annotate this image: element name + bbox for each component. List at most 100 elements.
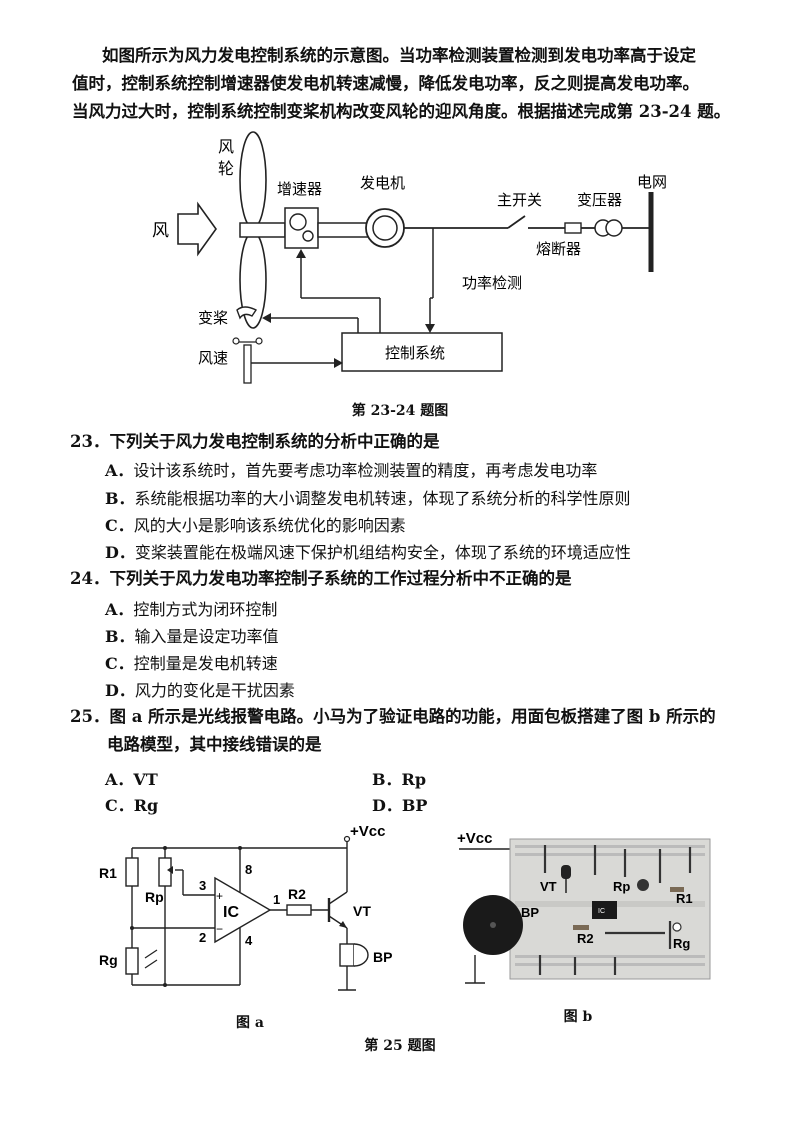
gearbox-arrow-icon xyxy=(296,249,306,258)
wind-wheel-shaft xyxy=(239,222,286,238)
potentiometer-rp-b xyxy=(637,879,649,891)
q23-option-a-text: 设计该系统时，首先要考虑功率检测装置的精度，再考虑发电功率 xyxy=(133,461,598,480)
q25-stem-line-1: 25．图 a 所示是光线报警电路。小马为了验证电路的功能，用面包板搭建了图 b … xyxy=(70,707,716,726)
r1-label-b: R1 xyxy=(676,891,693,906)
q23-option-d[interactable]: D．变桨装置能在极端风速下保护机组结构安全，体现了系统的环境适应性 xyxy=(105,539,631,563)
resistor-r2-b xyxy=(573,925,589,930)
rp-label-b: Rp xyxy=(613,879,630,894)
q25-option-b-letter: B． xyxy=(372,770,402,789)
vcc-label-b: +Vcc xyxy=(457,830,492,847)
plus-label: + xyxy=(216,889,223,903)
transformer-coil-right xyxy=(605,219,623,237)
q25-option-d-letter: D． xyxy=(372,796,402,815)
q23-option-b[interactable]: B．系统能根据功率的大小调整发电机转速，体现了系统分析的科学性原则 xyxy=(105,485,631,509)
wind-power-diagram: 风 风 轮 增速器 发电机 主开关 熔断器 变压器 电网 功率检测 控制系统 变… xyxy=(152,131,667,384)
buzzer-body xyxy=(339,943,355,967)
vt-label-b: VT xyxy=(540,879,557,894)
pin1-label: 1 xyxy=(273,892,280,907)
r2-label-b: R2 xyxy=(577,931,594,946)
wind-blade-upper xyxy=(239,131,267,229)
control-system-box xyxy=(341,332,503,372)
fuse-box xyxy=(564,222,582,234)
q23-option-b-letter: B． xyxy=(105,489,135,508)
gearbox-label: 增速器 xyxy=(277,181,322,198)
q24-option-d-letter: D． xyxy=(105,681,135,700)
q23-option-c-letter: C． xyxy=(105,516,134,535)
gearbox-gear-small-icon xyxy=(302,230,314,242)
r2-label: R2 xyxy=(288,886,306,902)
q24-option-d-text: 风力的变化是干扰因素 xyxy=(134,681,295,700)
generator-label: 发电机 xyxy=(360,175,405,192)
q23-stem: 23．下列关于风力发电控制系统的分析中正确的是 xyxy=(70,432,440,451)
main-switch-blade xyxy=(507,215,526,229)
q23-option-c[interactable]: C．风的大小是影响该系统优化的影响因素 xyxy=(105,512,406,536)
q23-option-c-text: 风的大小是影响该系统优化的影响因素 xyxy=(133,516,406,535)
q23-option-a[interactable]: A．设计该系统时，首先要考虑功率检测装置的精度，再考虑发电功率 xyxy=(105,457,597,481)
q24-option-a[interactable]: A．控制方式为闭环控制 xyxy=(105,596,277,620)
q25-stem-line-2: 电路模型，其中接线错误的是 xyxy=(107,735,322,754)
wind-wheel-label-1: 风 xyxy=(218,139,234,156)
q24-stem: 24．下列关于风力发电功率控制子系统的工作过程分析中不正确的是 xyxy=(70,569,572,588)
resistor-r1-b xyxy=(670,887,684,892)
rg-label-b: Rg xyxy=(673,936,690,951)
q25-option-b[interactable]: B．Rp xyxy=(372,766,426,790)
q25-option-d[interactable]: D．BP xyxy=(372,792,427,816)
q24-option-d[interactable]: D．风力的变化是干扰因素 xyxy=(105,677,295,701)
intro-paragraph: 如图所示为风力发电控制系统的示意图。当功率检测装置检测到发电功率高于设定 值时，… xyxy=(72,42,752,126)
bp-label-b: BP xyxy=(521,905,539,920)
q25-option-c-letter: C． xyxy=(105,796,134,815)
anemometer-pole xyxy=(243,344,252,384)
emitter-arrow-icon xyxy=(339,921,347,928)
q24-option-a-letter: A． xyxy=(105,600,134,619)
q23-option-d-text: 变桨装置能在极端风速下保护机组结构安全，体现了系统的环境适应性 xyxy=(134,543,631,562)
rg-resistor xyxy=(125,947,139,975)
transistor-collector xyxy=(328,891,348,905)
figure-b-caption: 图 b xyxy=(563,1009,593,1025)
ic-label: IC xyxy=(223,904,239,921)
circuit-schematic-a: +Vcc R1 Rp Rg IC 3 8 2 4 1 + − R2 VT BP xyxy=(99,823,392,991)
q24-option-b[interactable]: B．输入量是设定功率值 xyxy=(105,623,279,647)
buzzer-horn xyxy=(353,943,369,967)
figure-a-caption: 图 a xyxy=(236,1015,264,1031)
q25-option-c[interactable]: C．Rg xyxy=(105,792,158,816)
junction-dot-3 xyxy=(130,926,134,930)
fuse-label: 熔断器 xyxy=(536,241,581,258)
gearbox-gear-large-icon xyxy=(289,213,307,231)
rp-resistor xyxy=(158,857,172,887)
q23-option-b-text: 系统能根据功率的大小调整发电机转速，体现了系统分析的科学性原则 xyxy=(134,489,631,508)
bp-label: BP xyxy=(373,949,392,965)
r2-resistor xyxy=(286,904,312,916)
control-system-label: 控制系统 xyxy=(385,345,445,362)
pin4-label: 4 xyxy=(245,933,253,948)
q25-option-a-letter: A． xyxy=(105,770,134,789)
q24-option-b-text: 输入量是设定功率值 xyxy=(134,627,279,646)
wind-speed-label: 风速 xyxy=(198,350,228,367)
q25-option-c-text: Rg xyxy=(133,796,159,815)
power-detect-label: 功率检测 xyxy=(462,275,522,292)
light-arrow-1-icon xyxy=(144,949,158,959)
rg-label: Rg xyxy=(99,952,118,968)
q25-option-a[interactable]: A．VT xyxy=(105,766,158,790)
main-switch-label: 主开关 xyxy=(497,192,542,209)
transformer-label: 变压器 xyxy=(577,192,622,209)
rp-wiper-arrow-icon xyxy=(167,866,173,874)
anemometer-cup-right xyxy=(255,337,263,345)
pin3-label: 3 xyxy=(199,878,206,893)
q24-option-c[interactable]: C．控制量是发电机转速 xyxy=(105,650,278,674)
opamp-symbol xyxy=(214,876,272,944)
vcc-label-a: +Vcc xyxy=(350,823,385,840)
grid-label: 电网 xyxy=(637,174,667,191)
power-detect-arrow-icon xyxy=(425,324,435,333)
wind-wheel-label-2: 轮 xyxy=(218,160,234,178)
ic-label-b: IC xyxy=(598,908,605,915)
minus-label: − xyxy=(216,922,223,936)
wind-arrow-icon xyxy=(177,201,217,257)
ic-chip-b xyxy=(592,901,617,919)
vt-label: VT xyxy=(353,903,371,919)
wind-speed-arrow-icon xyxy=(334,358,343,368)
junction-dot-4 xyxy=(163,983,167,987)
q23-option-a-letter: A． xyxy=(105,461,134,480)
intro-line-3: 当风力过大时，控制系统控制变桨机构改变风轮的迎风角度。根据描述完成第 23-24… xyxy=(72,102,731,121)
pin8-label: 8 xyxy=(245,862,252,877)
generator-inner xyxy=(372,215,398,241)
